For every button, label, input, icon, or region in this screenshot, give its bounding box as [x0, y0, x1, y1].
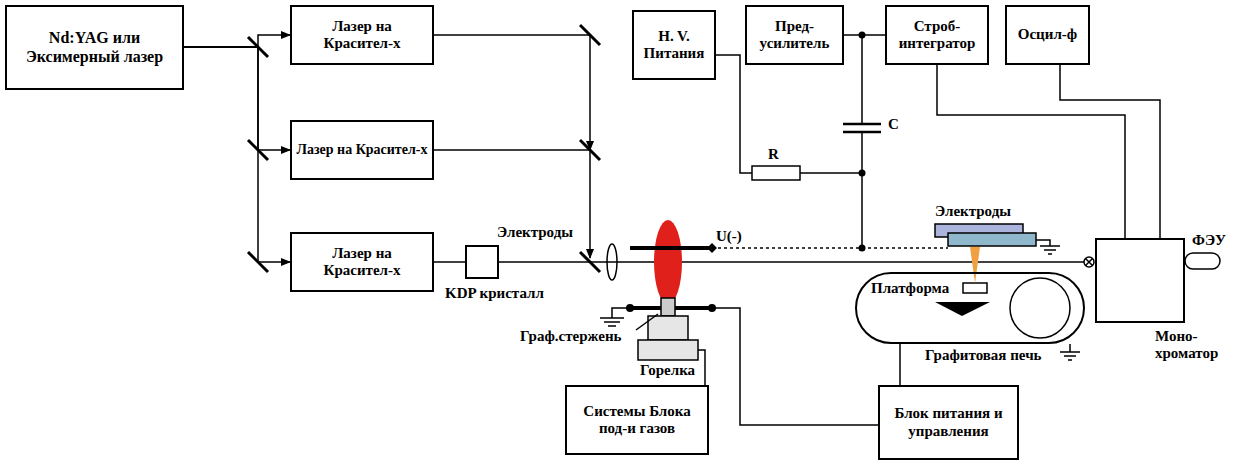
part-label: Электроды [935, 203, 1011, 220]
node-text: Пред- усилитель [751, 18, 838, 53]
vapor-plume [970, 247, 980, 283]
platform-band: Платформа [855, 272, 1085, 344]
beam-cross [1084, 257, 1094, 267]
preamp-box: Пред- усилитель [745, 5, 844, 65]
oscilloscope-box: Осцил-ф [1005, 5, 1090, 65]
node-text: Лазер на Красител-х [296, 245, 428, 280]
node-text: Строб- интегратор [891, 18, 983, 53]
kdp-crystal: KDP кристалл [465, 245, 499, 279]
wire [800, 35, 862, 248]
graphite-rod [661, 298, 675, 316]
part-label: U(-) [716, 228, 742, 245]
dye-laser-box: Лазер на Красител-х [290, 120, 434, 180]
laser-beam [430, 34, 590, 36]
junction-dot [708, 304, 716, 312]
lens [607, 244, 617, 280]
connector [184, 47, 290, 262]
laser-source-box: Nd:YAG или Эксимерный лазер [5, 5, 184, 90]
power-supply-box: H. V. Питания [632, 10, 716, 80]
part-label: Электроды [497, 224, 573, 241]
part-label: Горелка [640, 362, 695, 379]
dye-laser-box: Лазер на Красител-х [290, 5, 434, 65]
node-text: Системы Блока под-и газов [571, 403, 703, 438]
node-text: Осцил-ф [1018, 26, 1077, 43]
node-text: KDP кристалл [445, 285, 544, 302]
wire [712, 247, 948, 249]
node-text: Платформа [871, 280, 949, 297]
ground-symbol [1036, 240, 1060, 254]
connector [184, 35, 290, 47]
laser-beam [498, 261, 1084, 263]
boxcar-box: Строб- интегратор [885, 5, 989, 65]
dye-laser-box: Лазер на Красител-х [290, 232, 434, 292]
flame [654, 220, 682, 304]
burner [648, 316, 688, 340]
part-label: R [768, 146, 779, 163]
electrode [630, 246, 712, 250]
electrode-plate [948, 233, 1036, 246]
burner [638, 340, 698, 360]
node-text: Лазер на Красител-х [297, 142, 428, 158]
connector [1060, 65, 1160, 238]
wire [712, 308, 878, 425]
laser-beam [430, 149, 590, 151]
leader-line [636, 314, 658, 330]
part-label: C [888, 116, 899, 133]
connector [899, 344, 901, 385]
sample-cup [963, 283, 987, 293]
wire [712, 55, 752, 173]
connector [434, 261, 465, 263]
connector [844, 34, 885, 36]
monochromator: Моно- хроматор [1095, 238, 1185, 323]
part-label: Граф.стержень [520, 328, 622, 345]
beam-cross [1086, 259, 1093, 266]
part-label: ФЭУ [1192, 232, 1226, 249]
laser-beam [589, 150, 591, 258]
platform-roller [1010, 278, 1070, 338]
node-text: Nd:YAG или Эксимерный лазер [11, 29, 178, 66]
junction-dot [626, 304, 634, 312]
node-text: H. V. Питания [638, 28, 710, 63]
control-box: Блок питания и управления [878, 385, 1019, 460]
capacitor-symbol [843, 124, 881, 132]
node-text: Моно- хроматор [1155, 328, 1231, 363]
connector [184, 47, 290, 150]
ground-symbol [1060, 344, 1080, 360]
gas-line [698, 350, 705, 385]
photomultiplier [1185, 253, 1220, 269]
junction-dot [859, 245, 866, 252]
part-label: Графитовая печь [925, 347, 1042, 364]
node-text: Лазер на Красител-х [296, 18, 428, 53]
gas-system-box: Системы Блока под-и газов [565, 385, 709, 455]
furnace-marker [935, 302, 990, 316]
junction-dot [859, 170, 866, 177]
laser-beam [589, 35, 591, 150]
ground-symbol [600, 308, 630, 326]
resistor-symbol [752, 166, 800, 180]
junction-dot [707, 243, 717, 253]
node-text: Блок питания и управления [884, 405, 1013, 440]
